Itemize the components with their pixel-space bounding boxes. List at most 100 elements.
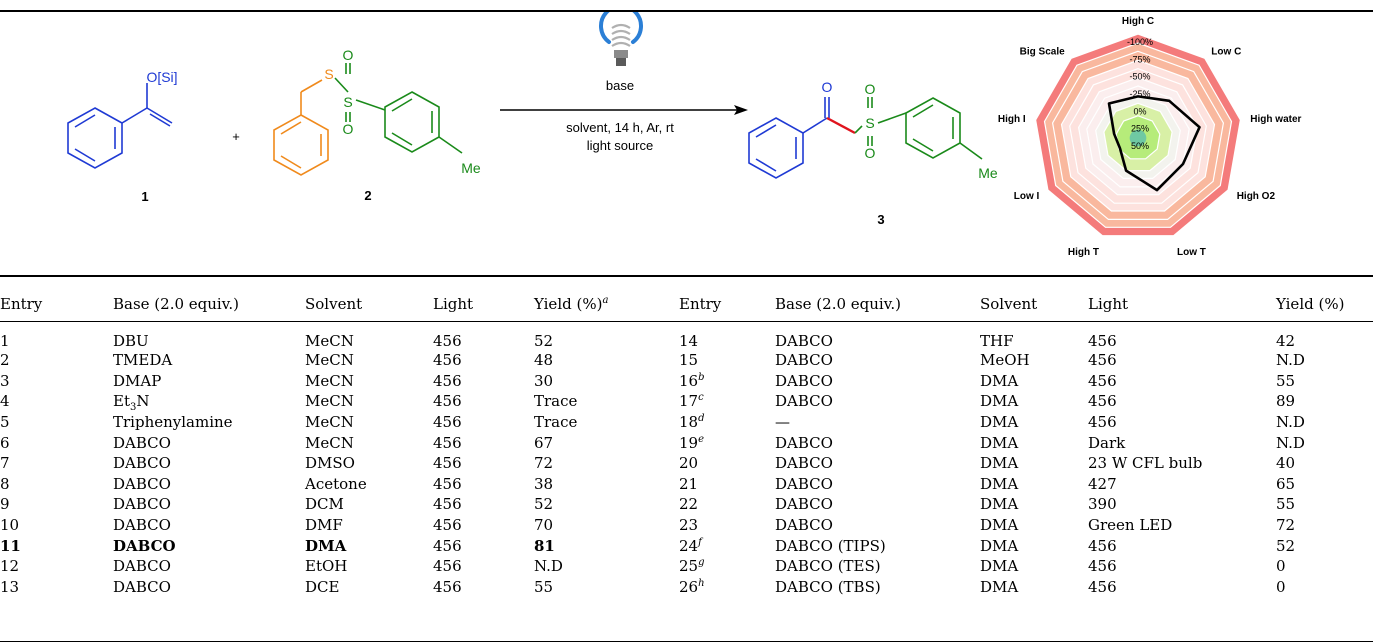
cell-entry-right: 14 [679,332,699,350]
cell-entry-left: 8 [0,474,10,493]
cell-yield-right: 65 [1276,474,1296,493]
header-base: Base (2.0 equiv.) [113,295,240,313]
cell-base-right: DABCO (TBS) [775,577,881,596]
cell-yield-left: 70 [534,516,554,535]
radar-center [1129,129,1147,147]
header-entry: Entry [0,295,43,313]
cell-base-left: DABCO [113,516,171,535]
reactant-2-number: 2 [364,188,371,203]
cell-entry-right: 22 [679,495,699,514]
cell-solvent-right: DMA [980,516,1019,535]
cell-solvent-right: DMA [980,454,1019,473]
cell-yield-left: 30 [534,371,554,390]
cell-entry-right: 20 [679,454,699,473]
cell-solvent-right: DMA [980,392,1019,411]
cell-light-right: 456 [1088,392,1117,411]
cell-light-right: 456 [1088,332,1117,350]
reaction-scheme: O[Si] 1 + S O S O Me 2 base solv [67,12,1302,258]
cell-light-right: 427 [1088,474,1117,493]
cell-solvent-left: MeCN [305,332,354,350]
cell-yield-right: 0 [1276,577,1286,596]
cell-yield-right: 72 [1276,516,1296,535]
cell-yield-right: N.D [1276,351,1305,370]
radar-ring-label: -100% [1127,37,1153,47]
cell-entry-left: 6 [0,433,10,452]
cfl-bulb-icon [599,12,643,66]
cell-base-left: DABCO [113,454,171,473]
cell-entry-left: 5 [0,413,10,432]
cell-base-left: DABCO [113,433,171,452]
cell-solvent-left: DCE [305,577,340,596]
cell-light-right: 456 [1088,557,1117,576]
top-rule [0,10,1373,12]
cell-solvent-left: MeCN [305,351,354,370]
header-solvent: Solvent [305,295,363,313]
header-rule [0,321,1373,322]
reactant-2-oxygen-top: O [343,47,354,63]
cell-yield-right: 40 [1276,454,1296,473]
cell-base-right: DABCO [775,371,833,390]
cell-entry-right: 17c [679,392,704,411]
cell-entry-left: 13 [0,577,20,596]
cell-solvent-left: MeCN [305,433,354,452]
cell-base-right: DABCO [775,351,833,370]
cell-solvent-right: THF [980,332,1014,350]
cell-solvent-left: DMF [305,516,343,535]
conditions-light: light source [587,138,653,153]
reactant-2-oxygen-bottom: O [343,121,354,137]
cell-entry-left: 4 [0,392,10,411]
cell-yield-right: 42 [1276,332,1296,350]
cell-light-left: 456 [433,516,462,535]
cell-yield-right: N.D [1276,413,1305,432]
cell-light-left: 456 [433,454,462,473]
reactant-2-sulfur: S [324,66,333,82]
cell-solvent-left: DMA [305,536,347,555]
product-sulfur: S [865,115,874,131]
cell-yield-right: 55 [1276,371,1296,390]
cell-light-left: 456 [433,495,462,514]
cell-base-left: DABCO [113,474,171,493]
cell-entry-right: 15 [679,351,699,370]
radar-axis-label: Low T [1177,247,1206,258]
cell-solvent-left: EtOH [305,557,348,576]
reactant-1-number: 1 [141,189,148,204]
cell-yield-left: 52 [534,495,554,514]
cell-base-right: DABCO [775,474,833,493]
reactant-1-group: O[Si] [146,69,177,85]
cell-yield-left: 67 [534,433,554,452]
cell-yield-left: Trace [534,413,578,432]
cell-base-right: — [775,413,790,432]
cell-light-left: 456 [433,557,462,576]
cell-yield-right: 0 [1276,557,1286,576]
cell-yield-right: 89 [1276,392,1296,411]
header-entry-right: Entry [679,295,722,313]
cell-solvent-right: MeOH [980,351,1030,370]
cell-base-right: DABCO [775,392,833,411]
radar-axis-label: Low I [1014,191,1040,202]
radar-ring-label: 0% [1133,106,1146,116]
radar-data-polygon [1107,95,1201,192]
cell-light-right: Dark [1088,433,1126,452]
conditions-base: base [606,78,634,93]
cell-entry-left: 3 [0,371,10,390]
product-new-cs-bond [826,116,856,135]
cell-solvent-left: MeCN [305,413,354,432]
table-header-row: Entry Base (2.0 equiv.) Solvent Light Yi… [0,286,1373,322]
cell-light-left: 456 [433,474,462,493]
cell-solvent-right: DMA [980,577,1019,596]
cell-base-right: DABCO (TES) [775,557,881,576]
cell-base-right: DABCO [775,454,833,473]
radar-ring-label: 25% [1131,124,1149,134]
radar-ring-label: -50% [1129,72,1150,82]
cell-yield-left: 48 [534,351,554,370]
cell-light-right: 456 [1088,577,1117,596]
cell-base-right: DABCO [775,495,833,514]
conditions-solvent: solvent, 14 h, Ar, rt [566,120,674,135]
cell-base-left: DABCO [113,495,171,514]
cell-light-right: 390 [1088,495,1117,514]
product-sulfonyl-tolyl [854,97,983,160]
cell-yield-left: Trace [534,392,578,411]
